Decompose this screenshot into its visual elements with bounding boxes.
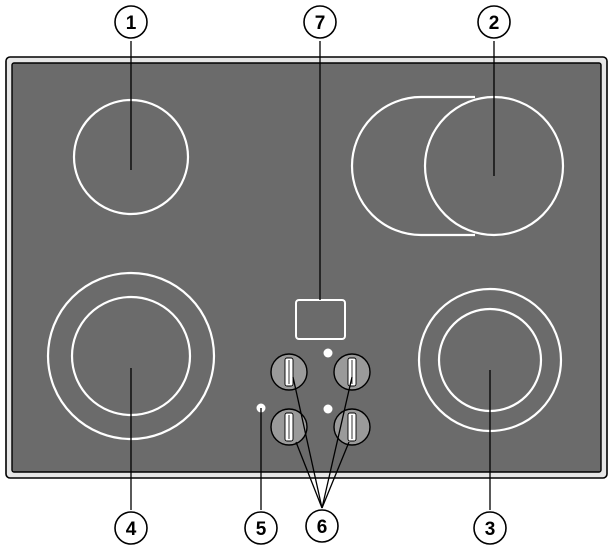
callout-circle (473, 511, 507, 545)
leader-line-6d (321, 441, 350, 509)
control-knob[interactable] (270, 408, 308, 446)
callout-circle (114, 5, 148, 39)
callout-number: 4 (126, 519, 137, 540)
control-knob[interactable] (270, 353, 308, 391)
indicator-light (323, 348, 333, 358)
callout-circle (477, 5, 511, 39)
callout-number: 3 (485, 519, 496, 540)
callout-number: 2 (489, 13, 500, 34)
callout-6: 6 (305, 509, 339, 543)
leader-line-6a (292, 376, 323, 509)
callout-circle (305, 509, 339, 543)
callout-4: 4 (114, 511, 148, 545)
callout-number: 1 (126, 13, 137, 34)
callout-circle (244, 511, 278, 545)
indicator-lights (256, 348, 333, 414)
control-knobs (270, 353, 371, 446)
callout-circle (114, 511, 148, 545)
callout-2: 2 (477, 5, 511, 39)
callout-number: 7 (315, 13, 326, 34)
callout-number: 5 (256, 519, 267, 540)
control-knob[interactable] (333, 353, 371, 391)
callout-number: 6 (317, 517, 328, 538)
leader-lines (130, 41, 495, 510)
cooktop-glass-surface (11, 62, 602, 473)
callout-circle (303, 5, 337, 39)
callout-5: 5 (244, 511, 278, 545)
leader-line-6c (295, 441, 323, 509)
control-knob[interactable] (333, 408, 371, 446)
callout-3: 3 (473, 511, 507, 545)
roaster-zone-outline (350, 95, 475, 237)
indicator-light (323, 404, 333, 414)
callout-1: 1 (114, 5, 148, 39)
callout-7: 7 (303, 5, 337, 39)
leader-line-6b (321, 376, 353, 509)
